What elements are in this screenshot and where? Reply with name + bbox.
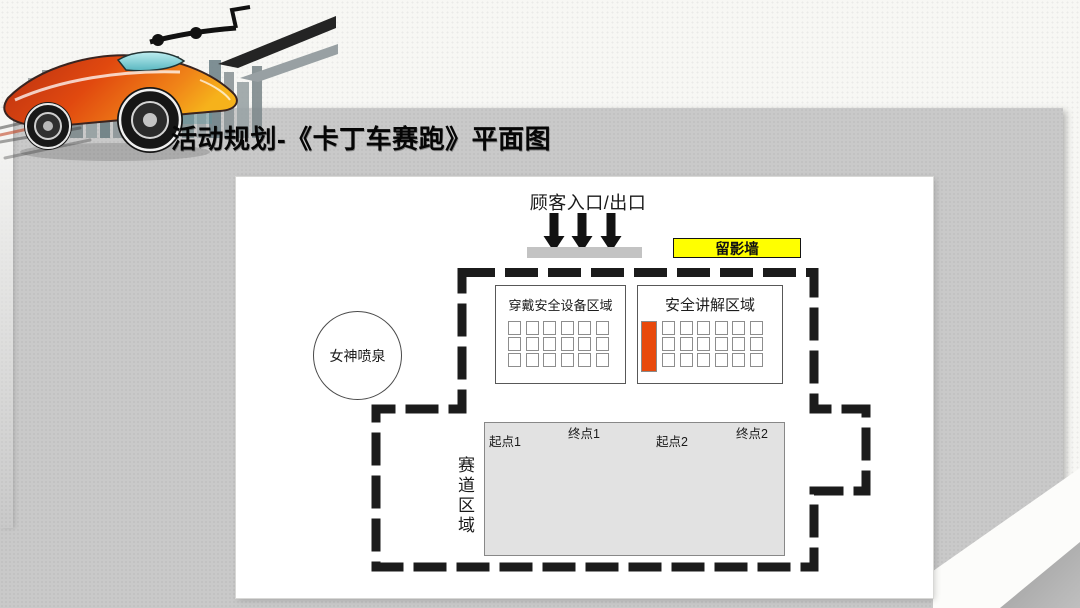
seat — [749, 337, 763, 351]
speed-streak-icon — [218, 16, 338, 82]
fountain-label: 女神喷泉 — [329, 347, 386, 364]
track-area-box — [484, 422, 785, 556]
race-car-icon — [3, 51, 238, 161]
race-car-illustration — [0, 5, 338, 161]
photo-wall: 留影墙 — [673, 238, 801, 258]
seat — [525, 321, 539, 335]
seat — [508, 321, 521, 335]
seat — [697, 321, 710, 335]
seat — [697, 337, 710, 351]
floor-plan-canvas: 顾客入口/出口 留影墙 穿戴安全设备区域 安全讲解区域 女神喷泉 赛道区域 起点… — [235, 176, 934, 599]
page-title: 活动规划-《卡丁车赛跑》平面图 — [171, 124, 552, 154]
seat — [732, 337, 745, 351]
briefing-area-box: 安全讲解区域 — [637, 285, 783, 384]
seat — [697, 353, 710, 367]
seat — [543, 337, 556, 351]
track-area-label: 赛道区域 — [455, 456, 474, 536]
seat — [578, 321, 591, 335]
gear-area-seats — [508, 321, 609, 367]
seat — [662, 337, 675, 351]
track-1-end-label: 终点1 — [568, 427, 600, 441]
briefing-area-seats — [662, 321, 763, 367]
seat — [560, 321, 574, 335]
track-1-start-label: 起点1 — [489, 435, 521, 449]
gear-area-label: 穿戴安全设备区域 — [508, 298, 613, 313]
seat — [662, 321, 675, 335]
seat — [543, 353, 556, 367]
seat — [714, 321, 728, 335]
seat — [662, 353, 675, 367]
entrance-label: 顾客入口/出口 — [529, 193, 647, 213]
rear-wheel-icon — [24, 102, 72, 150]
seat — [679, 321, 693, 335]
seat — [749, 353, 763, 367]
seat — [732, 321, 745, 335]
seat — [543, 321, 556, 335]
photo-wall-label: 留影墙 — [715, 241, 759, 258]
antenna-doodle-icon — [149, 5, 251, 46]
podium-marker — [641, 321, 657, 372]
down-arrow-icon — [600, 213, 622, 252]
track-2-start-label: 起点2 — [656, 435, 688, 449]
seat — [714, 353, 728, 367]
seat — [679, 337, 693, 351]
seat — [578, 353, 591, 367]
down-arrow-icon — [543, 213, 565, 252]
gear-area-box: 穿戴安全设备区域 — [495, 285, 626, 384]
seat — [595, 337, 609, 351]
seat — [508, 337, 521, 351]
fountain-circle: 女神喷泉 — [313, 311, 402, 400]
seat — [560, 337, 574, 351]
briefing-area-label: 安全讲解区域 — [664, 297, 755, 314]
seat — [679, 353, 693, 367]
seat — [749, 321, 763, 335]
seat — [508, 353, 521, 367]
seat — [732, 353, 745, 367]
track-2-end-label: 终点2 — [736, 427, 768, 441]
seat — [578, 337, 591, 351]
front-wheel-icon — [117, 87, 183, 153]
seat — [595, 353, 609, 367]
seat — [714, 337, 728, 351]
seat — [525, 337, 539, 351]
down-arrow-icon — [571, 213, 593, 252]
seat — [525, 353, 539, 367]
entrance-down-arrows — [543, 213, 622, 252]
seat — [595, 321, 609, 335]
boundary-wall — [371, 268, 871, 572]
entrance-bar — [527, 247, 642, 258]
panel-left-highlight — [0, 108, 13, 528]
seat — [560, 353, 574, 367]
